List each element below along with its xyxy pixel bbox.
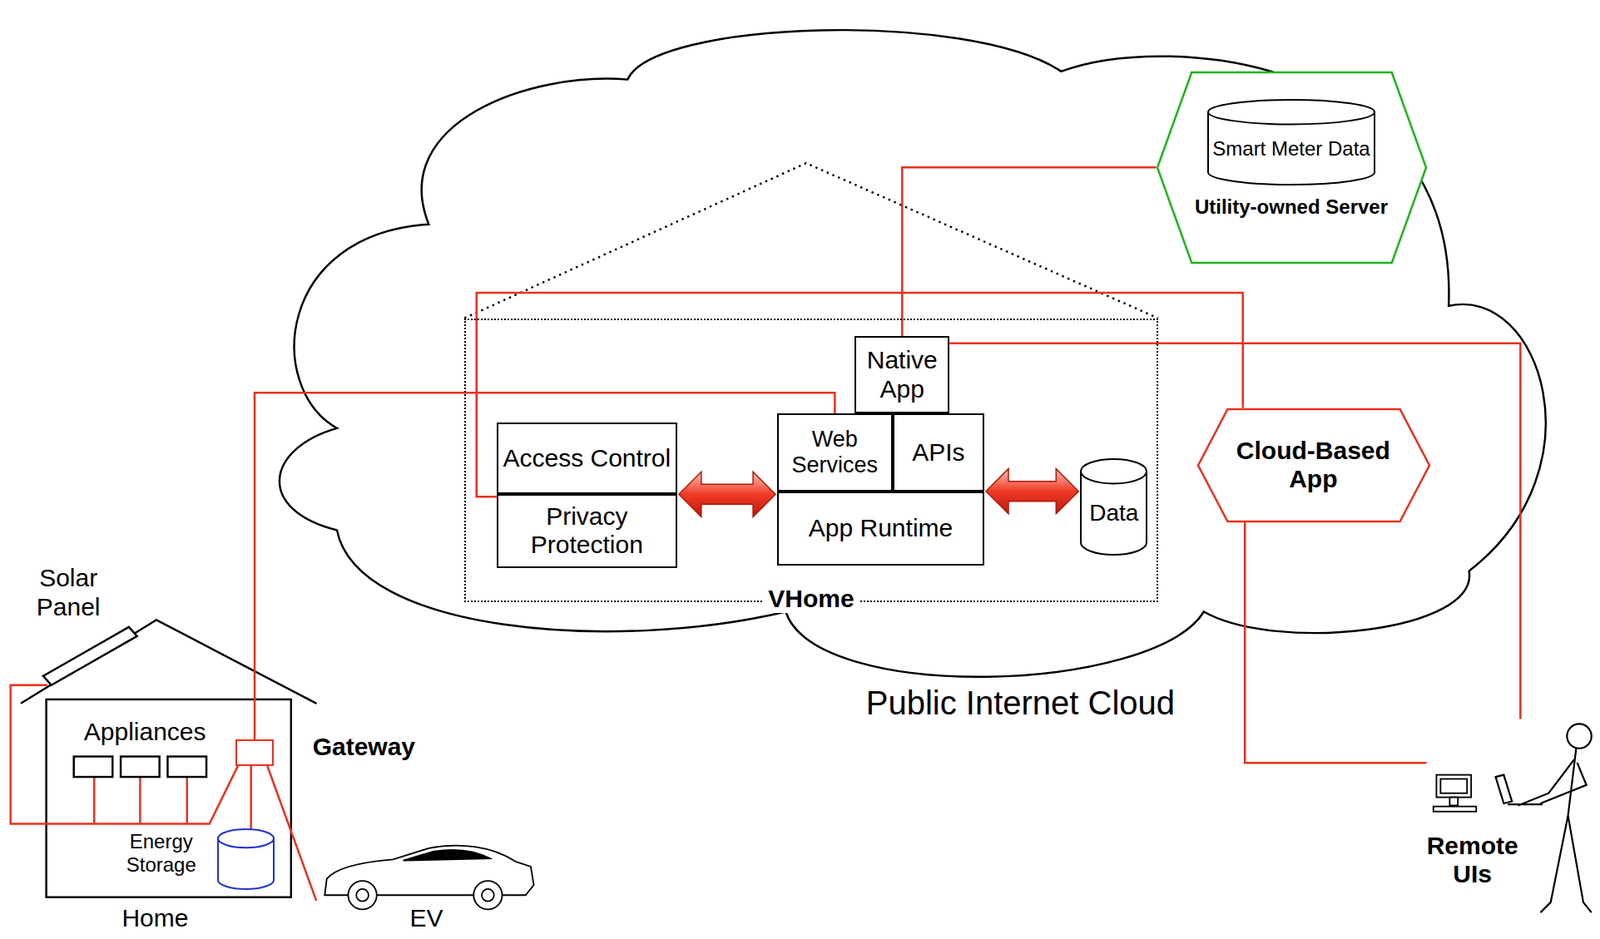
appliance-box bbox=[167, 757, 207, 778]
connector-line bbox=[901, 167, 1156, 337]
gateway-box: Gateway bbox=[235, 739, 273, 767]
car-wheel bbox=[481, 889, 495, 902]
monitor-screen bbox=[1440, 779, 1467, 794]
power-wire bbox=[93, 777, 95, 824]
hexagon-outline bbox=[1197, 408, 1431, 523]
node-text: Energy Storage bbox=[109, 830, 213, 877]
double-arrow bbox=[985, 469, 1079, 515]
vhome-roof bbox=[464, 163, 1159, 318]
laptop-base bbox=[1507, 803, 1543, 806]
power-wire bbox=[186, 777, 189, 824]
appliance-box bbox=[74, 757, 114, 778]
node-text: VHome bbox=[762, 584, 859, 615]
node-text: Privacy Protection bbox=[502, 502, 672, 560]
vhome-region: VHomeNative AppWeb ServicesAPIsApp Runti… bbox=[464, 318, 1159, 603]
text-label: Public Internet Cloud bbox=[775, 683, 1266, 723]
person-leg bbox=[1568, 816, 1592, 913]
keyboard bbox=[1433, 807, 1477, 813]
monitor bbox=[1436, 775, 1472, 798]
connector-line bbox=[949, 343, 1521, 720]
node-text: Web Services bbox=[782, 426, 887, 479]
power-wire bbox=[10, 685, 238, 825]
power-wire bbox=[138, 777, 141, 824]
person-body bbox=[1568, 748, 1577, 817]
app-hexagon: Cloud-Based App bbox=[1197, 408, 1431, 523]
person-with-laptop bbox=[1495, 723, 1592, 913]
shape-outline bbox=[217, 829, 274, 890]
connector-line bbox=[1244, 522, 1427, 763]
desktop-computer bbox=[1433, 775, 1477, 813]
person-arm bbox=[1540, 762, 1586, 804]
car-window bbox=[403, 850, 491, 862]
node-text: APIs bbox=[911, 438, 965, 468]
car-wheel bbox=[356, 889, 369, 902]
server-hexagon: Utility-owned Server Smart Meter Data bbox=[1156, 71, 1427, 264]
text-label: Solar Panel bbox=[22, 564, 114, 622]
laptop-screen bbox=[1495, 775, 1513, 804]
node-text: Cloud-Based App bbox=[1229, 436, 1397, 495]
process-box: Web Services bbox=[777, 413, 893, 491]
database-cylinder: Data bbox=[1079, 458, 1148, 556]
ev-car: EV bbox=[316, 844, 536, 907]
text-label: Home bbox=[113, 906, 196, 932]
double-arrow bbox=[678, 471, 776, 517]
node-text: App Runtime bbox=[808, 514, 953, 544]
shape-outline bbox=[1080, 459, 1147, 555]
car-wheel bbox=[347, 881, 377, 910]
process-box: Privacy Protection bbox=[496, 494, 678, 568]
connector-line bbox=[254, 392, 835, 740]
node-text: Utility-owned Server bbox=[1176, 195, 1407, 219]
process-box: APIs bbox=[892, 413, 985, 491]
person-head bbox=[1566, 723, 1591, 748]
car-drawing bbox=[324, 846, 534, 911]
internet-cloud bbox=[279, 29, 1546, 678]
node-text: EV bbox=[406, 906, 447, 932]
process-box: Native App bbox=[854, 336, 950, 414]
text-label: Appliances bbox=[73, 718, 217, 748]
node-text: Remote UIs bbox=[1411, 832, 1534, 890]
remote-ui: Remote UIs bbox=[1426, 719, 1593, 919]
connector-line bbox=[249, 766, 253, 831]
node-text: Gateway bbox=[307, 733, 421, 763]
shape-outline bbox=[1157, 72, 1427, 263]
shape-outline bbox=[1198, 409, 1430, 522]
shape-outline bbox=[1208, 99, 1375, 185]
database-cylinder: Smart Meter Data bbox=[1207, 99, 1376, 186]
node-text: Data bbox=[1089, 500, 1139, 527]
process-box: App Runtime bbox=[777, 491, 985, 567]
house-roof bbox=[20, 619, 317, 704]
node-text: Smart Meter Data bbox=[1212, 137, 1370, 161]
process-box: Access Control bbox=[496, 422, 678, 495]
node-text: Native App bbox=[860, 346, 944, 404]
monitor-stand bbox=[1449, 797, 1458, 807]
appliance-box bbox=[120, 757, 160, 778]
person-leg bbox=[1540, 816, 1568, 913]
storage-cylinder: Energy Storage bbox=[217, 828, 275, 891]
node-text: Access Control bbox=[502, 444, 671, 474]
person-arm bbox=[1517, 759, 1574, 806]
car-wheel bbox=[473, 881, 502, 910]
solar-panel bbox=[43, 627, 138, 686]
cylinder-outline bbox=[217, 828, 275, 891]
